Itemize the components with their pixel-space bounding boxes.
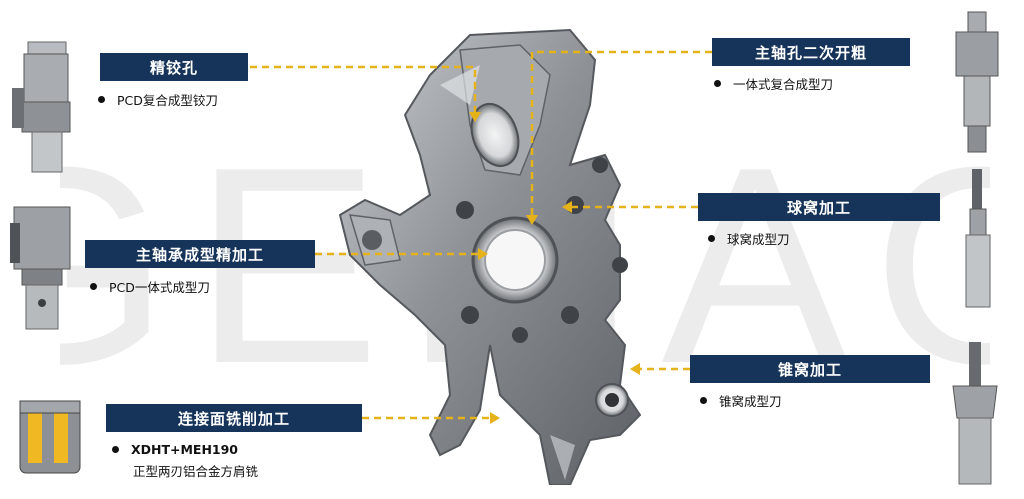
op-label-spindle-rough: 主轴孔二次开粗: [712, 38, 910, 66]
bullet-icon: [90, 283, 97, 290]
ball-socket-tool-image: [965, 169, 991, 308]
desc-text: 一体式复合成型刀: [733, 77, 834, 92]
op-label-face-milling: 连接面铣削加工: [106, 404, 362, 432]
op-label-bearing-finish: 主轴承成型精加工: [85, 240, 315, 268]
op-desc-fine-reaming: PCD复合成型铰刀: [98, 90, 218, 109]
op-desc-bearing-finish: PCD一体式成型刀: [90, 277, 210, 296]
op-desc-ball-socket: 球窝成型刀: [708, 229, 790, 248]
op-desc2-face-milling: 正型两刃铝合金方肩铣: [133, 464, 259, 479]
desc-text: PCD复合成型铰刀: [117, 93, 218, 108]
op-label-fine-reaming: 精铰孔: [100, 53, 248, 81]
bullet-icon: [112, 446, 119, 453]
op-desc-cone-socket: 锥窝成型刀: [700, 391, 782, 410]
bullet-icon: [714, 80, 721, 87]
desc-text: 球窝成型刀: [727, 232, 790, 247]
op-label-cone-socket: 锥窝加工: [690, 355, 930, 383]
op-label-ball-socket: 球窝加工: [698, 193, 940, 221]
reamer-tool-image: [12, 41, 71, 173]
face-mill-image: [19, 400, 81, 474]
bullet-icon: [98, 96, 105, 103]
op-desc-face-milling: XDHT+MEH190: [112, 442, 238, 457]
pcd-forming-tool-image: [10, 206, 71, 330]
steering-knuckle-image: [338, 28, 642, 485]
bullet-icon: [708, 235, 715, 242]
bullet-icon: [700, 397, 707, 404]
desc-text: PCD一体式成型刀: [109, 280, 210, 295]
desc-text: XDHT+MEH190: [131, 442, 239, 457]
op-desc-spindle-rough: 一体式复合成型刀: [714, 74, 833, 93]
compound-forming-tool-image: [955, 11, 999, 153]
desc-text: 锥窝成型刀: [719, 394, 782, 409]
cone-socket-tool-image: [952, 342, 998, 485]
